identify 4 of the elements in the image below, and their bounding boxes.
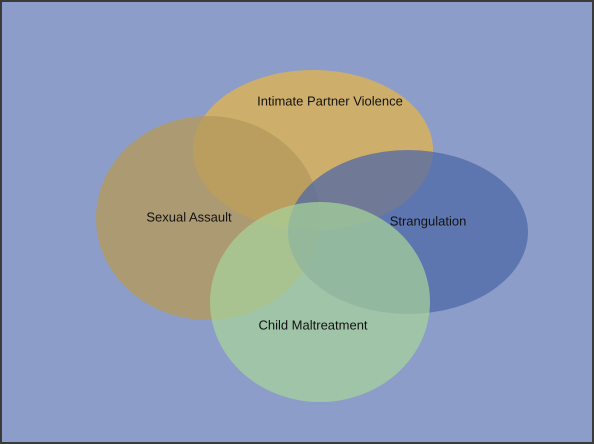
venn-label: Sexual Assault [146, 210, 232, 224]
venn-label: Intimate Partner Violence [257, 94, 403, 108]
venn-label: Strangulation [390, 214, 466, 228]
venn-label: Child Maltreatment [258, 318, 368, 332]
